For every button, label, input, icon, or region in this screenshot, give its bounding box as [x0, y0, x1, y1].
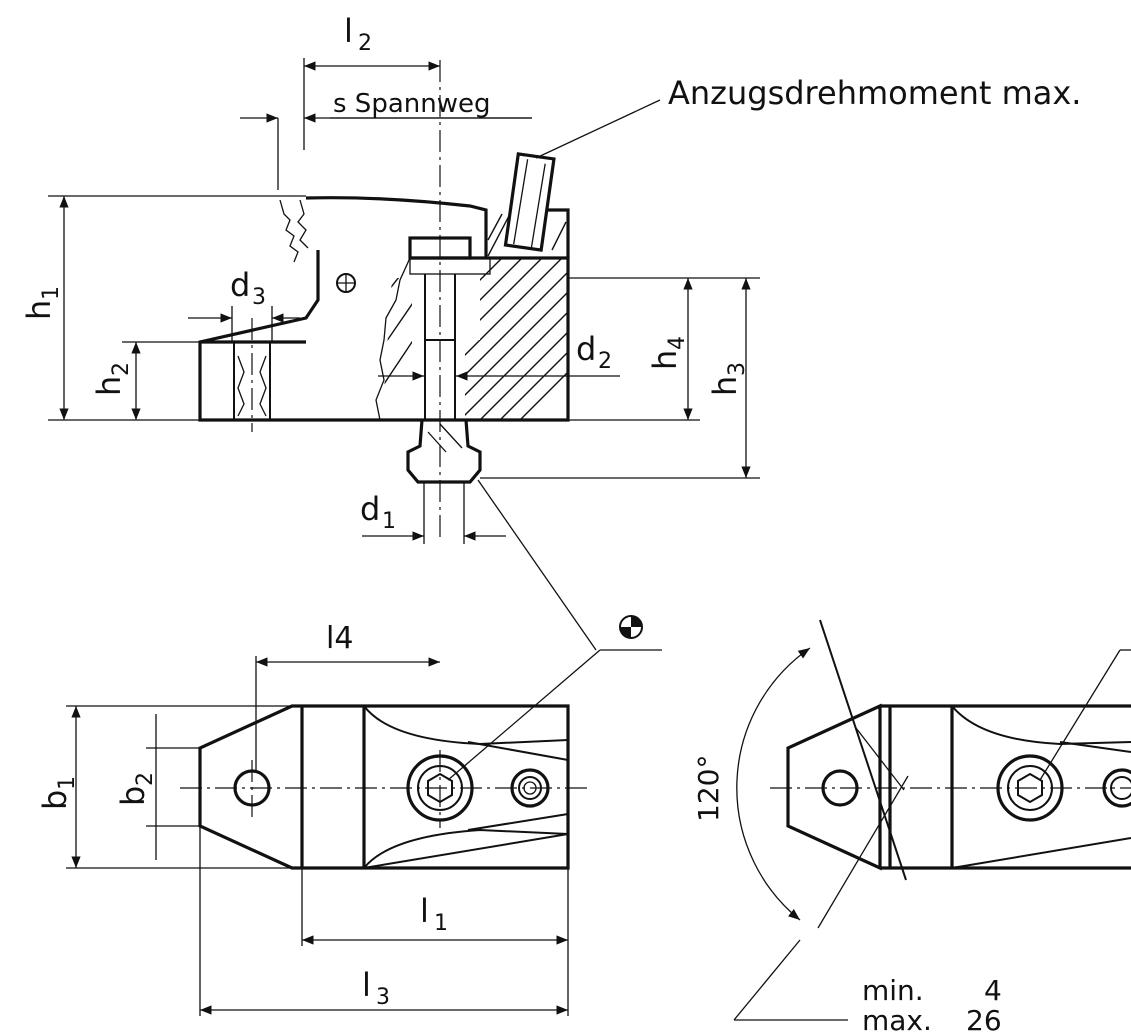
dim-d1-sub: 1: [382, 509, 396, 534]
dim-h1: h: [20, 300, 58, 320]
dim-l2-sub: 2: [358, 31, 372, 56]
dim-d2-sub: 2: [598, 349, 612, 374]
dim-b1: b: [36, 790, 74, 810]
angle-label: 120°: [692, 755, 725, 822]
max-value: 26: [966, 1004, 1002, 1035]
dim-h2: h: [90, 376, 128, 396]
dim-h3: h: [706, 376, 744, 396]
dim-b2-sub: 2: [133, 772, 158, 786]
labels: Anzugsdrehmoment max. s Spannweg l 2 h 1…: [20, 12, 1081, 1035]
dim-l3-sub: 3: [376, 985, 390, 1010]
dim-h1-sub: 1: [39, 286, 64, 300]
set-screw: [503, 152, 556, 252]
dim-d2: d: [576, 330, 596, 368]
max-label: max.: [862, 1004, 932, 1035]
dim-l3: l: [362, 966, 371, 1004]
rotated-view: [733, 619, 1131, 1021]
dim-h4: h: [646, 350, 684, 370]
dim-l1-sub: 1: [434, 911, 448, 936]
dim-h4-sub: 4: [665, 336, 690, 350]
min-value: 4: [984, 974, 1002, 1007]
dim-d3-sub: 3: [252, 285, 266, 310]
dim-l4: l4: [326, 621, 353, 656]
dim-b2: b: [114, 786, 152, 806]
dim-d3: d: [230, 266, 250, 304]
dim-h2-sub: 2: [109, 362, 134, 376]
dim-d1: d: [360, 490, 380, 528]
stroke-label: s Spannweg: [333, 89, 490, 119]
dim-b1-sub: 1: [55, 776, 80, 790]
quarter-circle-symbol-icon: [619, 615, 643, 639]
dim-h3-sub: 3: [725, 362, 750, 376]
dim-l2: l: [344, 12, 353, 50]
min-label: min.: [862, 974, 924, 1007]
dim-l1: l: [420, 892, 429, 930]
top-view: [66, 615, 662, 1016]
torque-label: Anzugsdrehmoment max.: [668, 74, 1081, 112]
